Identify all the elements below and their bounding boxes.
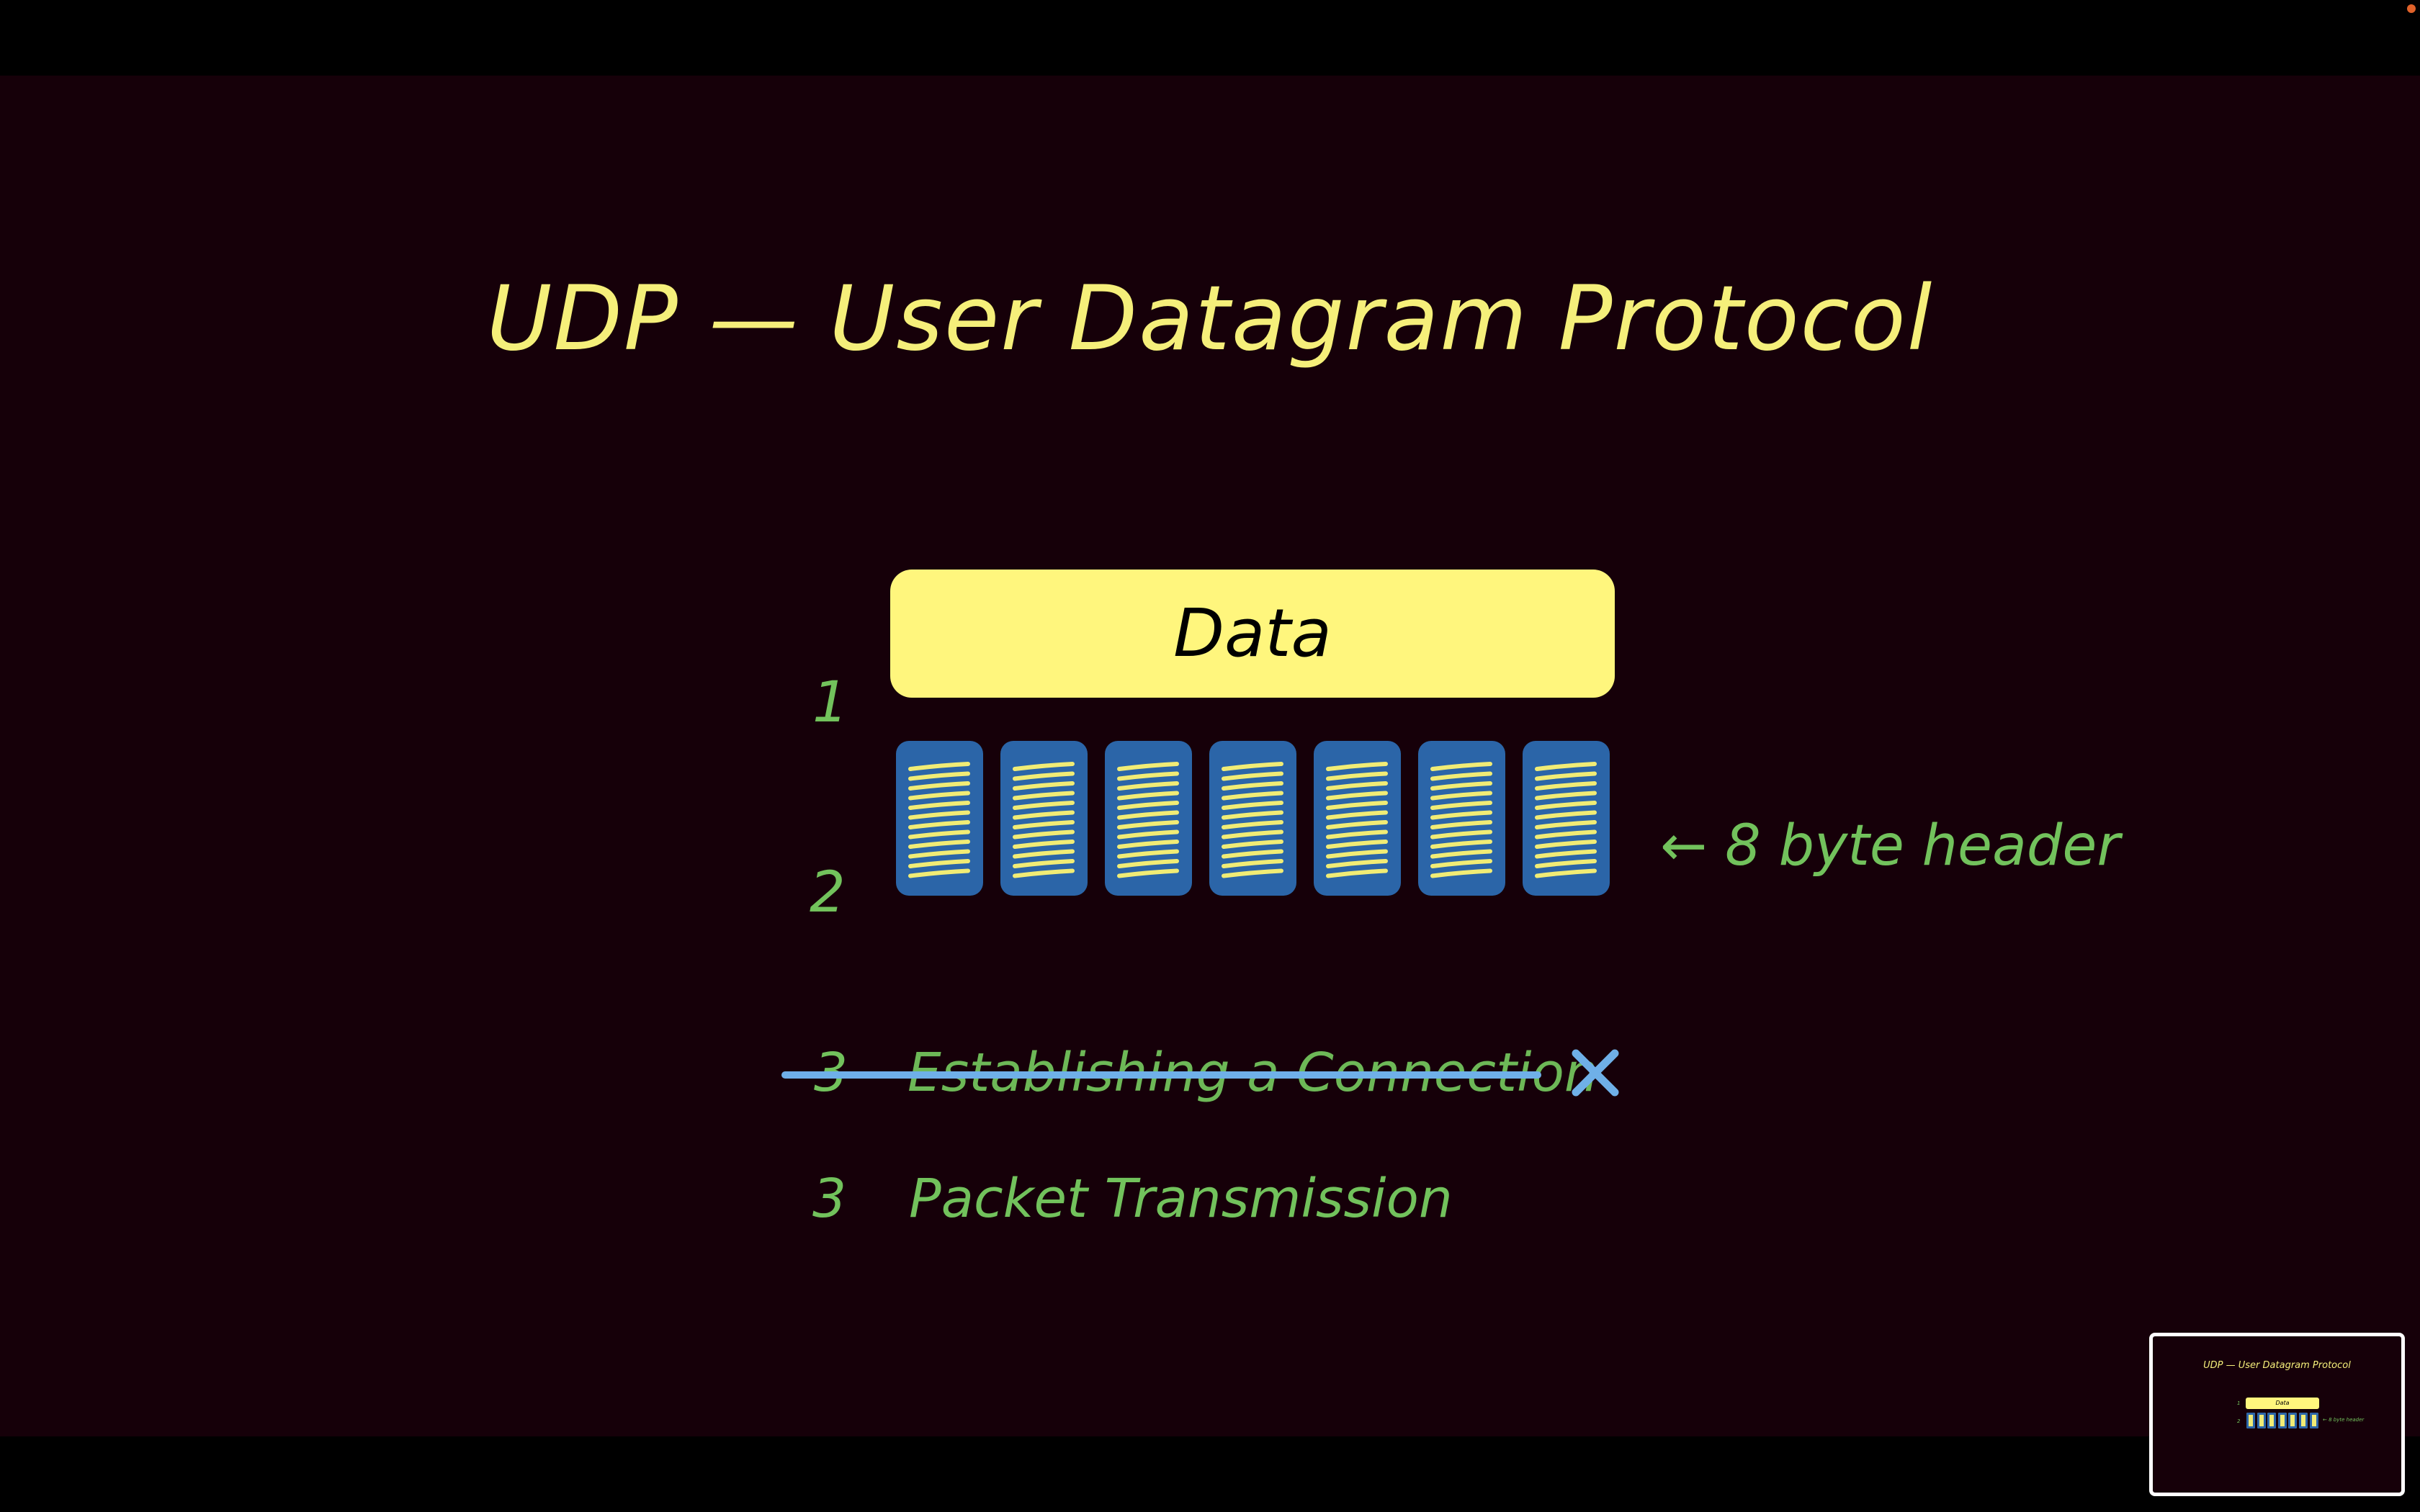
- striped-lines-icon: [1013, 762, 1075, 878]
- packet-block: [1000, 741, 1088, 896]
- slide-title: UDP — User Datagram Protocol: [486, 267, 1934, 371]
- thumbnail-packet-block: [2246, 1413, 2255, 1428]
- slide-thumbnail[interactable]: UDP — User Datagram Protocol 1 Data 2 ← …: [2149, 1333, 2405, 1496]
- packet-block: [896, 741, 983, 896]
- thumbnail-packet-block: [2267, 1413, 2277, 1428]
- row-3-number: 3: [812, 1168, 847, 1230]
- top-bar: [0, 0, 2420, 76]
- row-2-number: 2: [810, 860, 846, 925]
- packet-block: [1523, 741, 1610, 896]
- row-3-label: Packet Transmission: [909, 1168, 1453, 1230]
- data-block: Data: [890, 570, 1615, 698]
- striped-lines-icon: [1326, 762, 1388, 878]
- packet-block: [1418, 741, 1505, 896]
- thumbnail-packet-block: [2277, 1413, 2287, 1428]
- struck-out-row: 3 Establishing a Connection: [778, 1037, 1628, 1116]
- bottom-bar: [0, 1436, 2420, 1512]
- packet-group: [896, 741, 1610, 896]
- thumbnail-packet-block: [2309, 1413, 2318, 1428]
- thumbnail-packet-block: [2257, 1413, 2266, 1428]
- striped-lines-icon: [1535, 762, 1597, 878]
- striped-lines-icon: [1430, 762, 1492, 878]
- striped-lines-icon: [1222, 762, 1283, 878]
- recording-indicator-icon: [2407, 4, 2416, 13]
- thumbnail-row-1-number: 1: [2237, 1400, 2241, 1406]
- packet-block: [1314, 741, 1401, 896]
- header-size-annotation: ← 8 byte header: [1660, 814, 2120, 878]
- row-1-number: 1: [812, 670, 848, 735]
- strikethrough-line: [781, 1071, 1541, 1079]
- striped-lines-icon: [1117, 762, 1179, 878]
- striped-lines-icon: [908, 762, 970, 878]
- packet-block: [1105, 741, 1192, 896]
- thumbnail-packet-block: [2299, 1413, 2308, 1428]
- thumbnail-header-annotation: ← 8 byte header: [2323, 1417, 2365, 1423]
- data-block-label: Data: [1173, 595, 1332, 672]
- thumbnail-packet-block: [2288, 1413, 2298, 1428]
- thumbnail-packet-group: [2246, 1413, 2318, 1428]
- packet-block: [1209, 741, 1296, 896]
- thumbnail-row-2-number: 2: [2237, 1418, 2241, 1424]
- thumbnail-data-block: Data: [2246, 1398, 2319, 1409]
- presentation-slide: UDP — User Datagram Protocol 1 Data 2 ← …: [0, 76, 2420, 1436]
- thumbnail-title: UDP — User Datagram Protocol: [2203, 1360, 2351, 1371]
- close-x-icon: [1572, 1049, 1619, 1097]
